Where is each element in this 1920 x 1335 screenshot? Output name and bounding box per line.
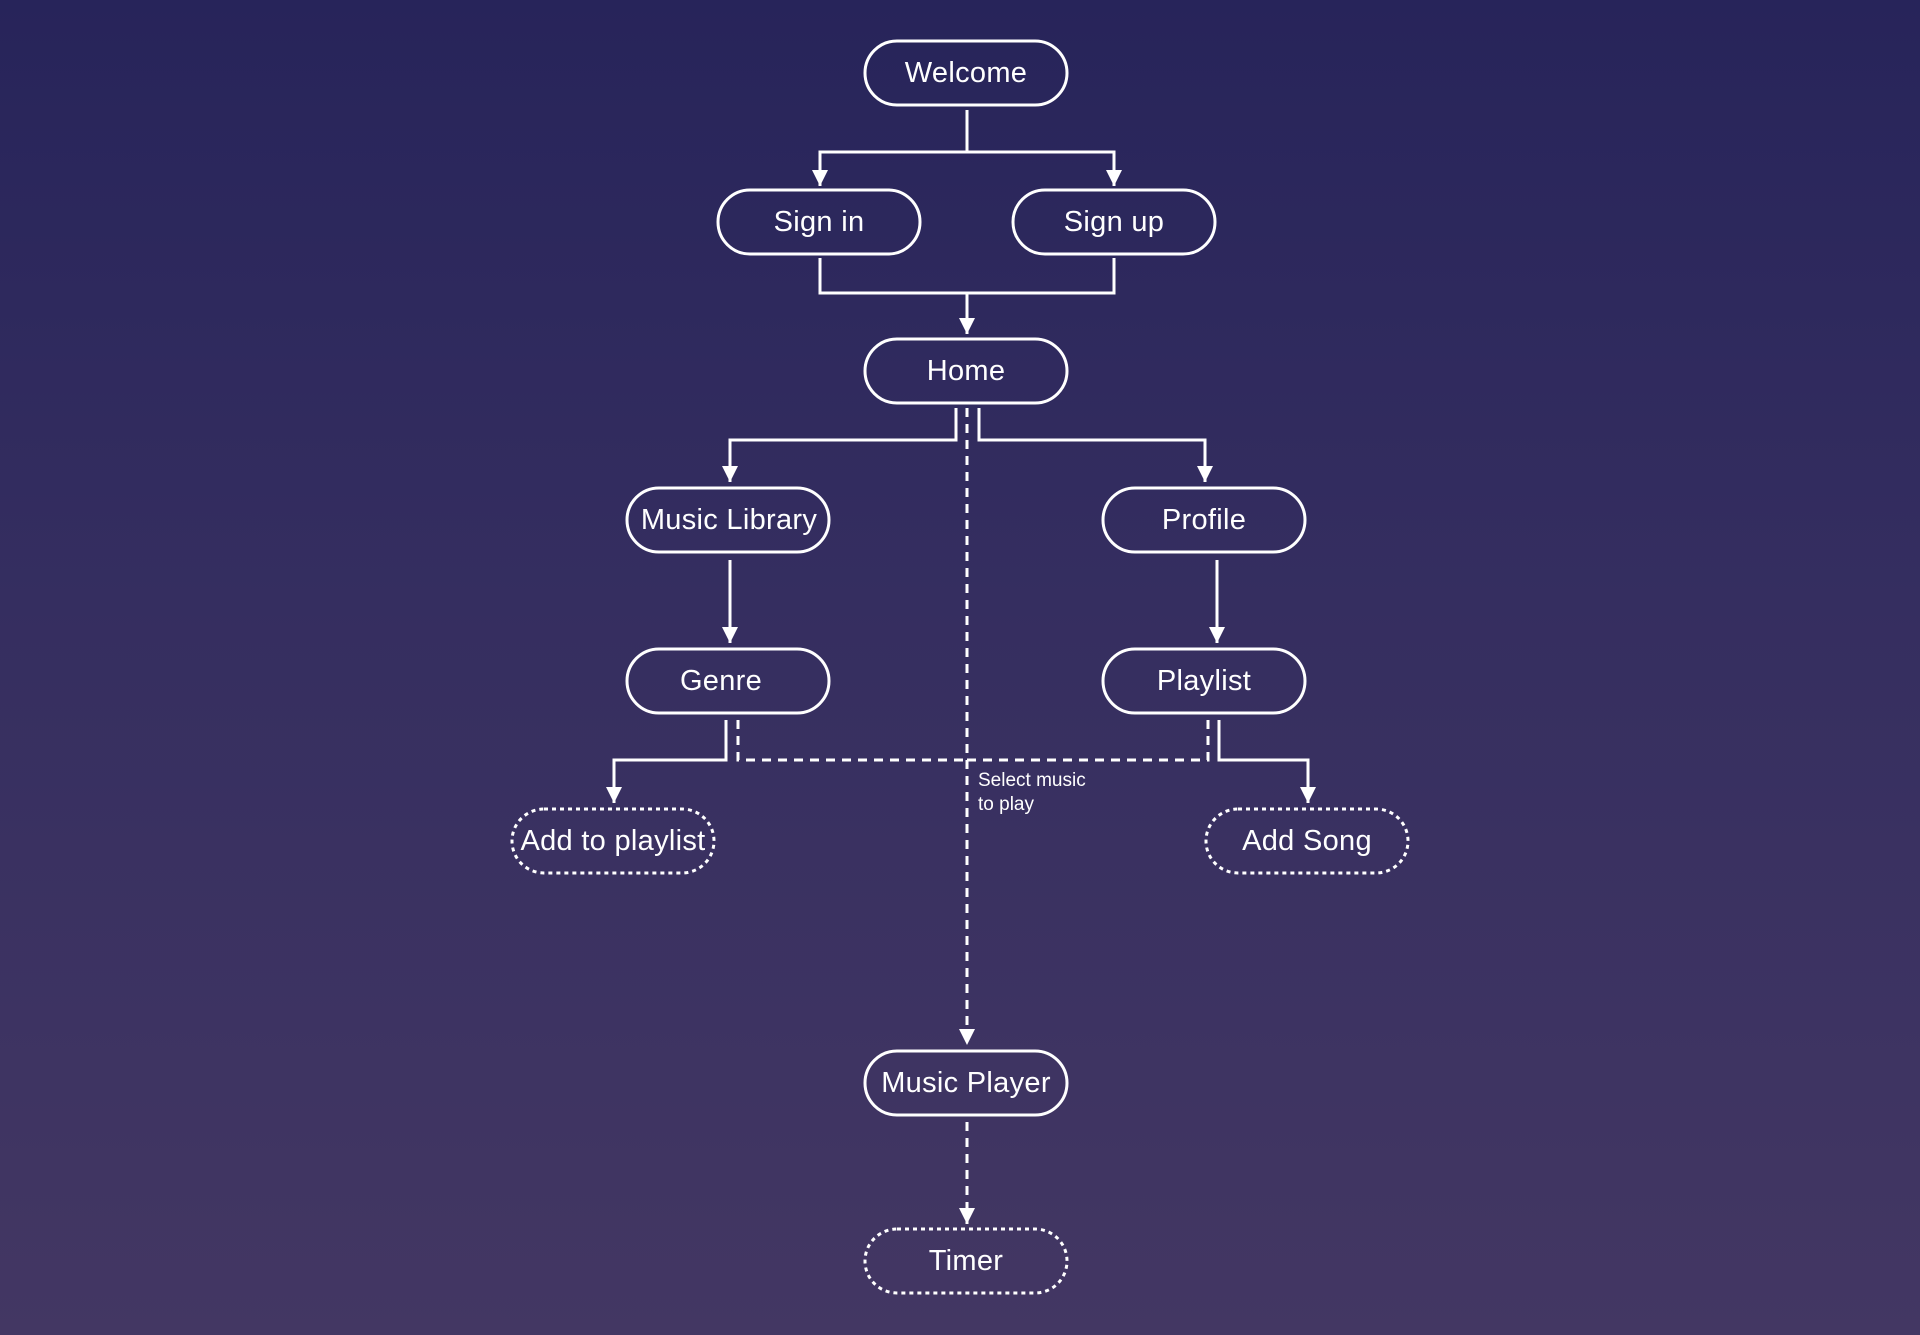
node-home-label: Home xyxy=(927,355,1006,387)
connector-home-to-music-library xyxy=(722,408,958,482)
node-music-library-label: Music Library xyxy=(641,504,818,536)
node-add-to-playlist[interactable]: Add to playlist xyxy=(510,807,716,875)
connector-sign-in-to-home xyxy=(818,258,1116,295)
node-sign-in-label: Sign in xyxy=(774,206,865,238)
node-profile-label: Profile xyxy=(1162,504,1246,536)
node-music-player[interactable]: Music Player xyxy=(863,1049,1069,1117)
connector-playlist-select-music-dashed xyxy=(967,720,1210,762)
connector-playlist-to-add-song xyxy=(1217,720,1316,803)
connector-genre-select-music-dashed xyxy=(736,720,967,762)
node-add-song-label: Add Song xyxy=(1242,825,1372,857)
node-sign-up[interactable]: Sign up xyxy=(1011,188,1217,256)
node-home[interactable]: Home xyxy=(863,337,1069,405)
connector-genre-to-add-to-playlist xyxy=(606,720,728,803)
edge-label-select-music-line1: Select music xyxy=(978,770,1086,791)
node-music-player-label: Music Player xyxy=(881,1067,1051,1099)
node-playlist-label: Playlist xyxy=(1157,665,1251,697)
node-profile[interactable]: Profile xyxy=(1101,486,1307,554)
connector-welcome-to-sign-up xyxy=(967,150,1122,186)
node-genre[interactable]: Genre xyxy=(625,647,831,715)
node-welcome[interactable]: Welcome xyxy=(863,39,1069,107)
node-add-song[interactable]: Add Song xyxy=(1204,807,1410,875)
node-timer-label: Timer xyxy=(929,1245,1004,1277)
node-playlist[interactable]: Playlist xyxy=(1101,647,1307,715)
node-music-library[interactable]: Music Library xyxy=(625,486,831,554)
node-sign-up-label: Sign up xyxy=(1064,206,1164,238)
node-genre-label: Genre xyxy=(680,665,762,697)
connector-welcome-to-sign-in xyxy=(812,110,969,186)
node-timer[interactable]: Timer xyxy=(863,1227,1069,1295)
node-add-to-playlist-label: Add to playlist xyxy=(520,825,705,857)
node-welcome-label: Welcome xyxy=(905,57,1027,89)
node-sign-in[interactable]: Sign in xyxy=(716,188,922,256)
connector-home-to-profile xyxy=(977,408,1213,482)
edge-label-select-music-line2: to play xyxy=(978,794,1034,815)
